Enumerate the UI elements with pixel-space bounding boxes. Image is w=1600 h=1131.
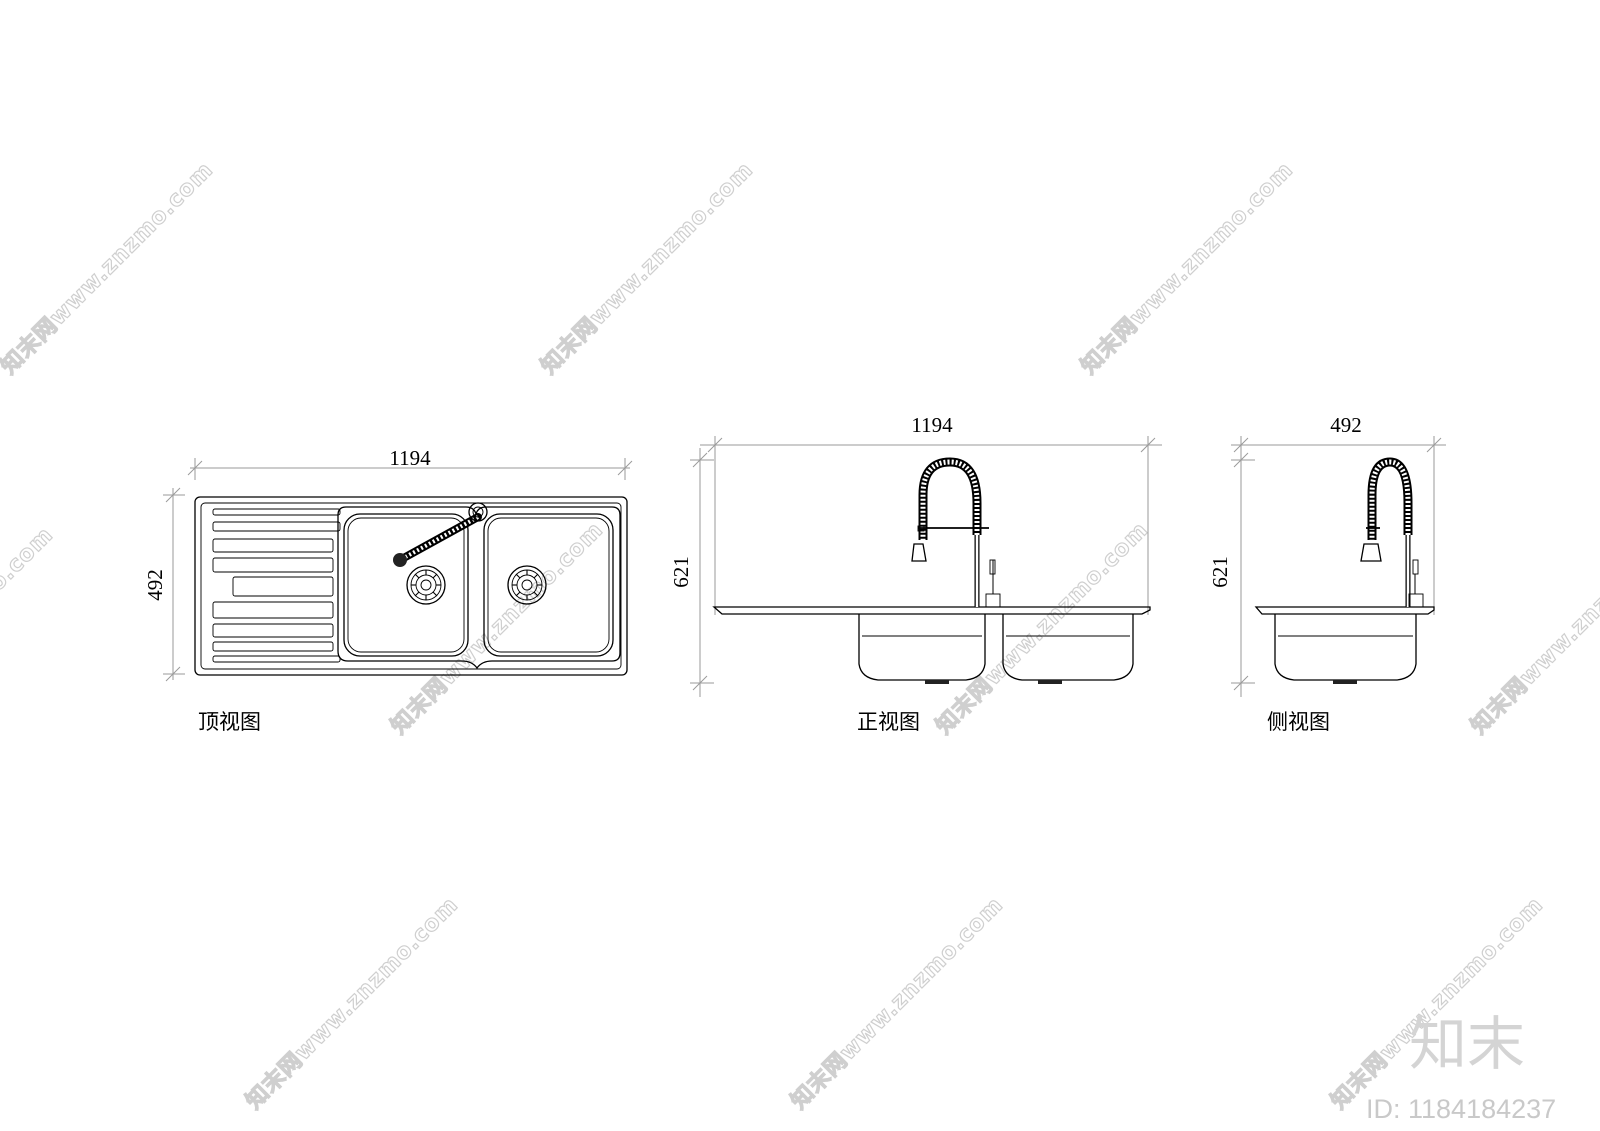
front-view-label: 正视图 [857,710,920,734]
right-basin [483,513,614,657]
image-id: ID: 1184184237 [1366,1094,1556,1124]
basin-side [1274,614,1417,681]
watermarks: 知末网www.znzmo.com 知末网www.znzmo.com 知末网www… [0,156,1600,1115]
side-height-label: 621 [1208,556,1232,588]
front-height-dimension: 621 [669,448,714,697]
watermark: 知末网www.znzmo.com [0,157,218,380]
top-depth-label: 492 [143,569,167,601]
front-height-label: 621 [669,556,693,588]
faucet-front-icon [911,457,1001,608]
watermark: 知末网www.znzmo.com [1076,157,1299,380]
side-view-label: 侧视图 [1267,710,1330,734]
front-width-dimension: 1194 [700,413,1162,615]
watermark: 知末网www.znzmo.com [536,157,759,380]
top-view: 1194 492 [143,446,633,734]
side-width-dimension: 492 [1231,413,1446,615]
brand-watermark: 知末 ID: 1184184237 [1366,1010,1556,1124]
front-width-label: 1194 [911,413,953,437]
sink-outline [194,496,628,676]
top-width-dimension: 1194 [187,446,633,480]
side-width-label: 492 [1330,413,1362,437]
top-depth-dimension: 492 [143,487,185,682]
side-view: 492 621 侧视图 [1208,413,1446,734]
sink-top-plate [712,606,1151,615]
faucet-side-icon [1360,457,1424,608]
top-width-label: 1194 [389,446,431,470]
brand-logo: 知末 [1409,1010,1525,1078]
watermark: 知末网www.znzmo.com [931,517,1154,740]
drain-icon [507,565,547,605]
front-view: 1194 621 正 [669,413,1162,734]
left-basin [343,513,469,657]
right-basin [1002,614,1134,681]
sink-top-plate [1254,606,1435,615]
drainboard-grooves [212,508,341,663]
top-view-label: 顶视图 [198,710,261,734]
faucet-top-icon [393,502,488,567]
watermark: 知末网www.znzmo.com [1466,517,1600,740]
watermark: 知末网www.znzmo.com [241,892,464,1115]
left-basin [858,614,986,681]
watermark: 知末网www.znzmo.com [786,892,1009,1115]
drain-icon [406,565,446,605]
side-height-dimension: 621 [1208,448,1255,697]
watermark: 知末网www.znzmo.com [0,522,58,745]
watermark: 知末网www.znzmo.com [1326,892,1549,1115]
